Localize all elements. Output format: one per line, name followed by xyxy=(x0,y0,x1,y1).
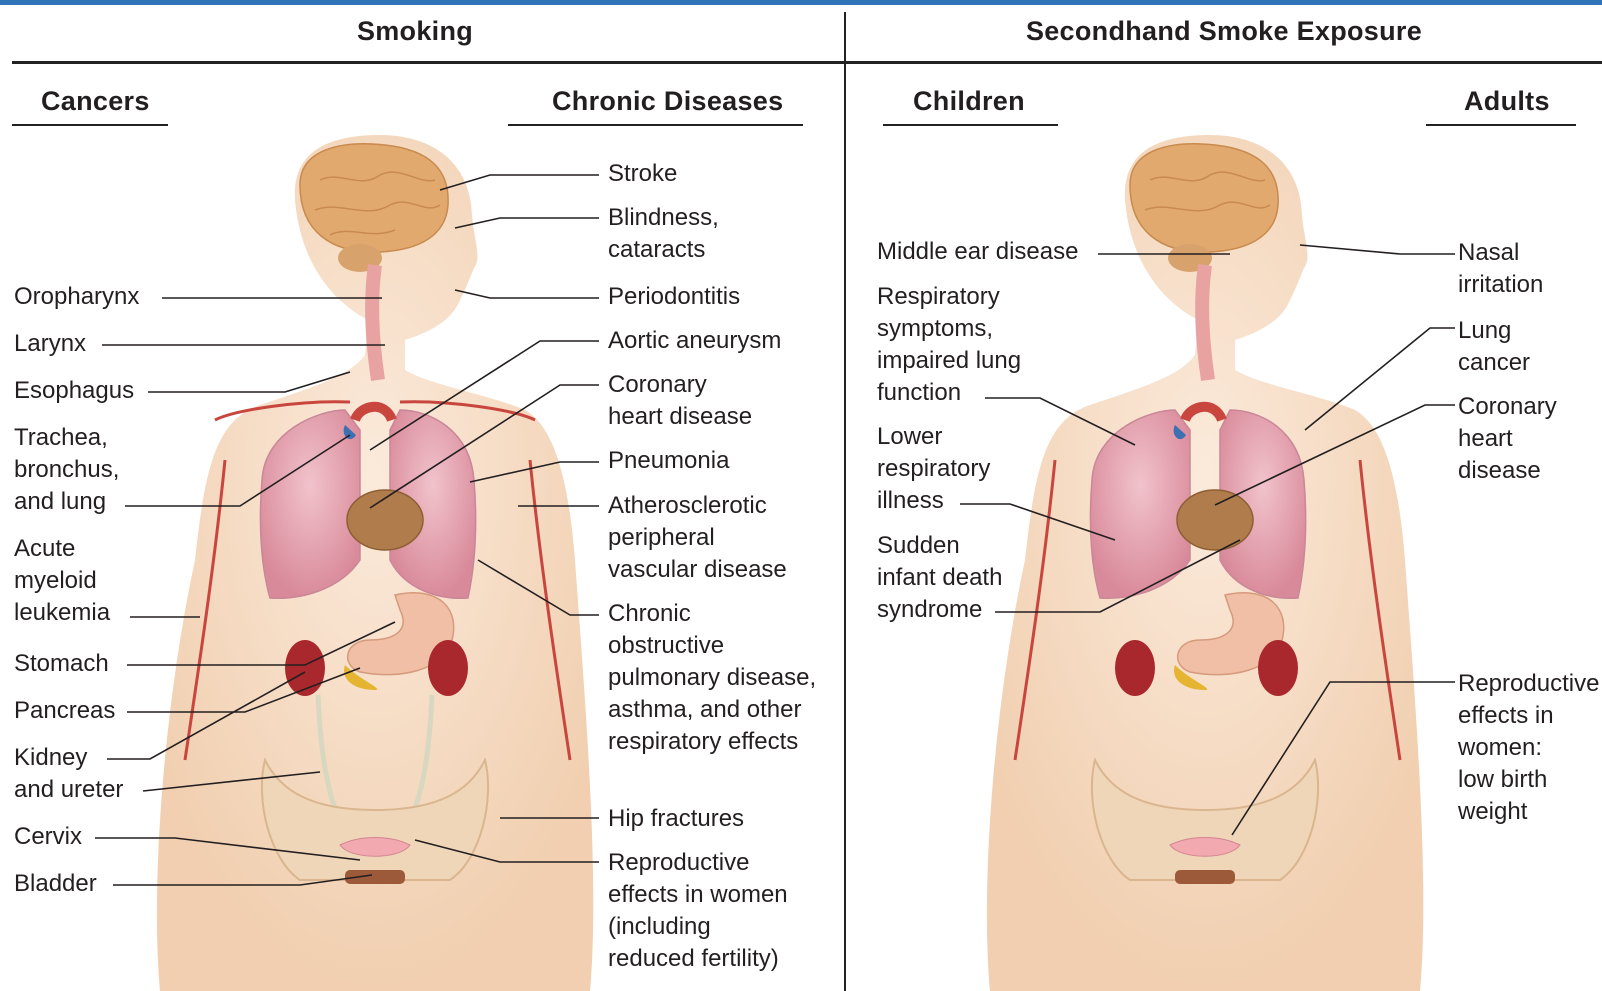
label-bladder: Bladder xyxy=(14,868,97,900)
label-nasal-irritation: Nasal irritation xyxy=(1458,237,1543,301)
label-copd: Chronic obstructive pulmonary disease, a… xyxy=(608,598,816,758)
label-aortic-aneurysm: Aortic aneurysm xyxy=(608,325,781,357)
label-reproductive-effects-smoking: Reproductive effects in women (including… xyxy=(608,847,788,975)
label-respiratory-symptoms: Respiratory symptoms, impaired lung func… xyxy=(877,281,1021,409)
label-kidney-ureter: Kidney and ureter xyxy=(14,742,123,806)
label-coronary-heart-disease: Coronary heart disease xyxy=(608,369,752,433)
label-hip-fractures: Hip fractures xyxy=(608,803,744,835)
label-atherosclerotic: Atherosclerotic peripheral vascular dise… xyxy=(608,490,787,586)
label-esophagus: Esophagus xyxy=(14,375,134,407)
left-kidney-r xyxy=(285,640,325,696)
label-periodontitis: Periodontitis xyxy=(608,281,740,313)
label-stomach: Stomach xyxy=(14,648,109,680)
label-blindness-cataracts: Blindness, cataracts xyxy=(608,202,719,266)
label-acute-myeloid-leukemia: Acute myeloid leukemia xyxy=(14,533,110,629)
label-lower-respiratory-illness: Lower respiratory illness xyxy=(877,421,990,517)
label-oropharynx: Oropharynx xyxy=(14,281,139,313)
label-middle-ear-disease: Middle ear disease xyxy=(877,236,1078,268)
label-trachea-bronchus-lung: Trachea, bronchus, and lung xyxy=(14,422,119,518)
left-airway xyxy=(372,265,378,380)
label-reproductive-effects-adults: Reproductive effects in women: low birth… xyxy=(1458,668,1599,828)
left-brain xyxy=(300,144,448,252)
label-cervix: Cervix xyxy=(14,821,82,853)
label-lung-cancer: Lung cancer xyxy=(1458,315,1530,379)
label-coronary-heart-disease-adults: Coronary heart disease xyxy=(1458,391,1557,487)
label-pancreas: Pancreas xyxy=(14,695,115,727)
label-larynx: Larynx xyxy=(14,328,86,360)
left-kidney-l xyxy=(428,640,468,696)
label-pneumonia: Pneumonia xyxy=(608,445,729,477)
label-stroke: Stroke xyxy=(608,158,677,190)
label-sids: Sudden infant death syndrome xyxy=(877,530,1002,626)
